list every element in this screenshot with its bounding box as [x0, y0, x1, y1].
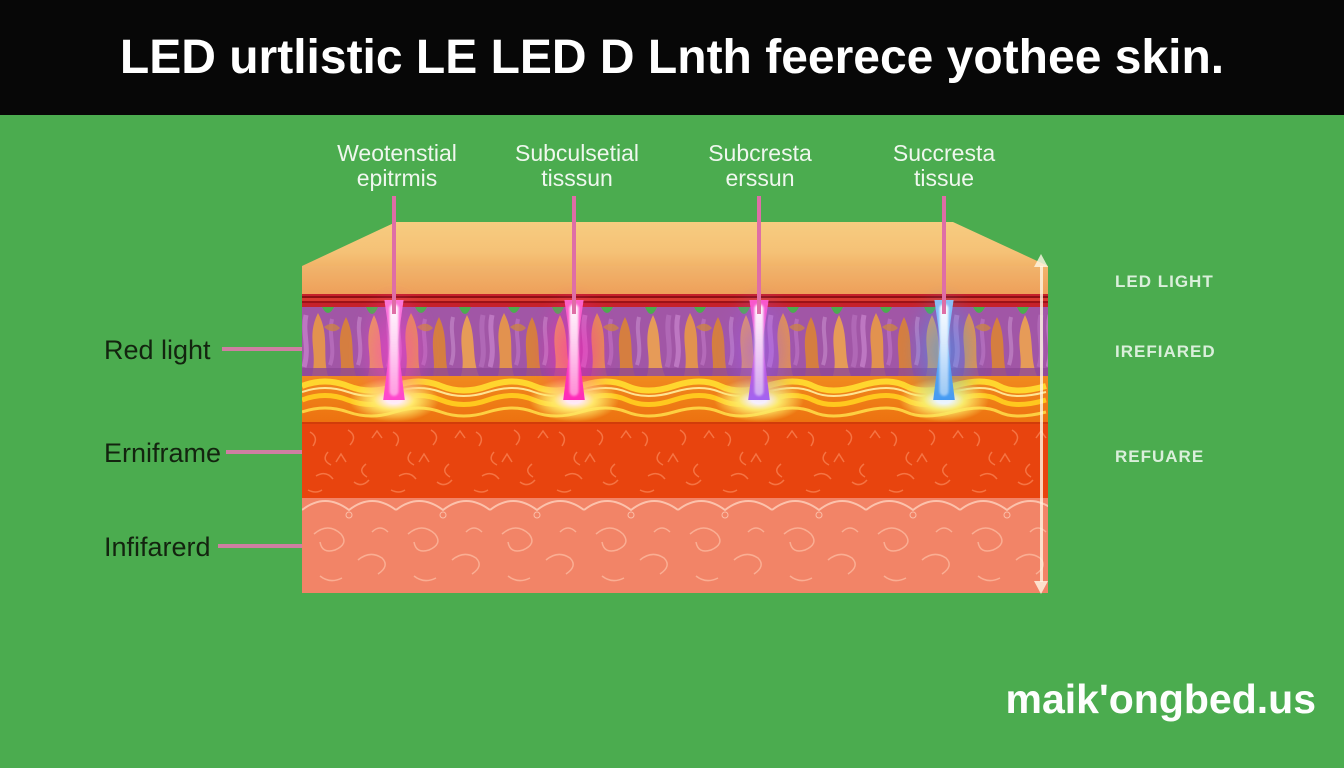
top-label-subcutaneous-2: Subcresta erssun: [708, 140, 812, 191]
light-beam-violet-3: [719, 286, 799, 416]
header-bar: LED urtlistic LE LED D Lnth feerece yoth…: [0, 0, 1344, 115]
beam-core: [389, 304, 399, 396]
subcutaneous-layer: [302, 498, 1048, 593]
right-label-refuare: REFUARE: [1115, 447, 1205, 466]
beam-core: [754, 304, 764, 396]
skin-cross-section-diagram: [302, 222, 1048, 593]
top-label-subcutaneous-1: Subculsetial tisssun: [514, 140, 640, 191]
muscle-texture: [302, 422, 1048, 498]
left-label-erniframe: Erniframe: [104, 438, 222, 468]
beam-core: [569, 304, 579, 396]
leader-line-vertical-3: [757, 196, 761, 314]
basal-red-band: [302, 294, 1048, 307]
light-beam-blue-4: [904, 286, 984, 416]
right-label-led-light: LED LIGHT: [1115, 272, 1214, 291]
watermark-text: maik'ongbed.us: [1005, 676, 1316, 722]
top-label-subcutaneous-3: Succresta tissue: [892, 140, 996, 191]
depth-arrow: [1034, 254, 1048, 594]
left-label-infrared: Infifarerd: [104, 532, 211, 562]
light-beam-magenta-2: [534, 286, 614, 416]
muscle-layer: [302, 422, 1048, 498]
left-label-red-light: Red light: [104, 335, 211, 365]
leader-line-erniframe: [226, 450, 302, 454]
leader-line-vertical-4: [942, 196, 946, 314]
right-label-irefiared: IREFIARED: [1115, 342, 1216, 361]
subcutaneous-texture: [302, 498, 1048, 593]
skin-top-surface: [302, 222, 1048, 266]
page-title: LED urtlistic LE LED D Lnth feerece yoth…: [119, 31, 1225, 84]
leader-line-vertical-2: [572, 196, 576, 314]
beam-core: [939, 304, 949, 396]
leader-line-red-light: [222, 347, 302, 351]
leader-line-vertical-1: [392, 196, 396, 314]
top-label-epidermis: Weotenstial epitrmis: [337, 140, 457, 191]
light-beam-pink-1: [354, 286, 434, 416]
leader-line-infrared: [218, 544, 302, 548]
